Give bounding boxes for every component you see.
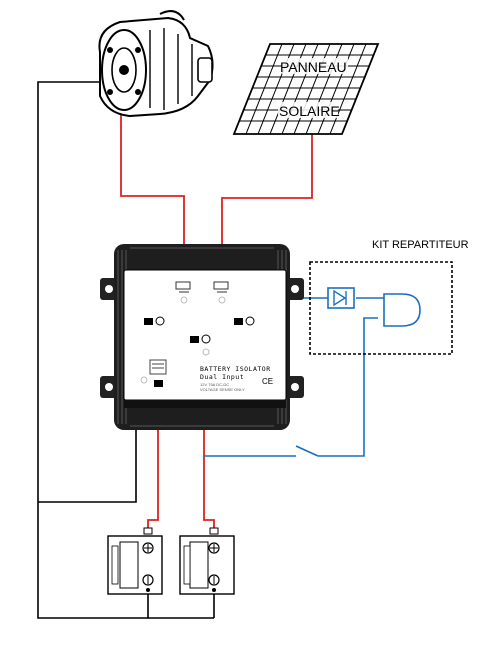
and-gate-icon — [383, 293, 421, 327]
switch-lever — [295, 445, 319, 457]
battery-1-icon — [107, 527, 163, 595]
device-spec-line1: 12V 75A DC-DC — [200, 382, 229, 387]
battery2-positive-wire — [203, 352, 215, 530]
ce-mark: CE — [262, 377, 273, 386]
alternator-positive-wire — [120, 112, 185, 290]
alternator-icon — [98, 10, 214, 118]
battery-isolator-device — [100, 244, 304, 430]
ground-wire-main — [37, 81, 149, 619]
kit-repartiteur-label: KIT REPARTITEUR — [372, 239, 469, 251]
device-subtitle: Dual Input — [200, 373, 244, 381]
device-title: BATTERY ISOLATOR — [200, 365, 271, 373]
diode-icon — [327, 287, 355, 309]
battery-2-icon — [179, 527, 235, 595]
solar-panel-icon — [232, 43, 380, 135]
solar-panel-label-line1: PANNEAU — [280, 59, 347, 75]
kit-repartiteur-box — [309, 261, 453, 355]
solar-panel-label-line2: SOLAIRE — [279, 103, 340, 119]
device-spec-line2: VOLTAGE SENSE ONLY — [200, 387, 245, 392]
kit-signal-wire-return — [318, 317, 378, 457]
battery1-positive-wire — [147, 380, 159, 530]
